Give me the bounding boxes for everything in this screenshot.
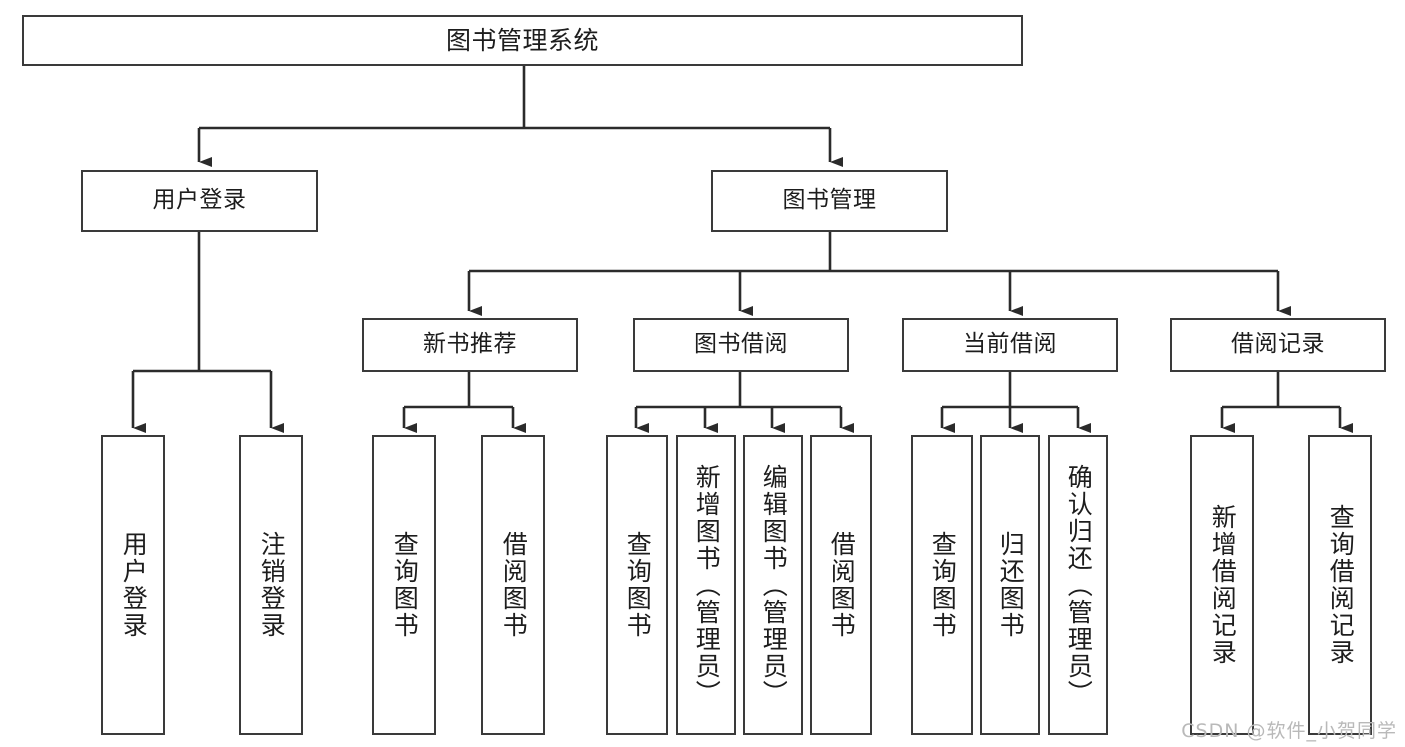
node-book-borrow[interactable]: 图书借阅 bbox=[633, 318, 849, 372]
node-new-book-recommend[interactable]: 新书推荐 bbox=[362, 318, 578, 372]
node-label: 借阅记录 bbox=[1231, 331, 1325, 358]
leaf-edit-book-admin[interactable]: 编辑图书（管理员） bbox=[743, 435, 803, 735]
leaf-return-book[interactable]: 归还图书 bbox=[980, 435, 1040, 735]
leaf-query-book-bb[interactable]: 查询图书 bbox=[606, 435, 668, 735]
node-book-management[interactable]: 图书管理 bbox=[711, 170, 948, 232]
leaf-borrow-book-nb[interactable]: 借阅图书 bbox=[481, 435, 545, 735]
node-book-management-system[interactable]: 图书管理系统 bbox=[22, 15, 1023, 66]
leaf-borrow-book-bb[interactable]: 借阅图书 bbox=[810, 435, 872, 735]
leaf-query-book-cb[interactable]: 查询图书 bbox=[911, 435, 973, 735]
node-label: 查询图书 bbox=[390, 531, 420, 639]
node-label: 编辑图书（管理员） bbox=[759, 463, 789, 707]
leaf-add-book-admin[interactable]: 新增图书（管理员） bbox=[676, 435, 736, 735]
leaf-logout[interactable]: 注销登录 bbox=[239, 435, 303, 735]
node-label: 注销登录 bbox=[257, 531, 287, 639]
leaf-query-borrow-record[interactable]: 查询借阅记录 bbox=[1308, 435, 1372, 735]
node-label: 新书推荐 bbox=[423, 331, 517, 358]
node-borrow-record[interactable]: 借阅记录 bbox=[1170, 318, 1386, 372]
node-label: 借阅图书 bbox=[499, 531, 529, 639]
leaf-confirm-return-admin[interactable]: 确认归还（管理员） bbox=[1048, 435, 1108, 735]
node-user-login[interactable]: 用户登录 bbox=[81, 170, 318, 232]
node-label: 新增图书（管理员） bbox=[692, 463, 722, 707]
node-label: 确认归还（管理员） bbox=[1064, 463, 1094, 707]
node-label: 用户登录 bbox=[152, 187, 247, 214]
node-label: 图书管理系统 bbox=[445, 25, 599, 55]
node-label: 查询图书 bbox=[928, 531, 958, 639]
node-current-borrow[interactable]: 当前借阅 bbox=[902, 318, 1118, 372]
node-label: 用户登录 bbox=[119, 531, 149, 639]
leaf-add-borrow-record[interactable]: 新增借阅记录 bbox=[1190, 435, 1254, 735]
node-label: 新增借阅记录 bbox=[1208, 504, 1238, 666]
leaf-query-book-nb[interactable]: 查询图书 bbox=[372, 435, 436, 735]
node-label: 当前借阅 bbox=[963, 331, 1057, 358]
node-label: 图书管理 bbox=[782, 187, 877, 214]
node-label: 归还图书 bbox=[996, 531, 1026, 639]
node-label: 图书借阅 bbox=[694, 331, 788, 358]
node-label: 查询图书 bbox=[623, 531, 653, 639]
node-label: 借阅图书 bbox=[827, 531, 857, 639]
leaf-user-login[interactable]: 用户登录 bbox=[101, 435, 165, 735]
node-label: 查询借阅记录 bbox=[1326, 504, 1356, 666]
